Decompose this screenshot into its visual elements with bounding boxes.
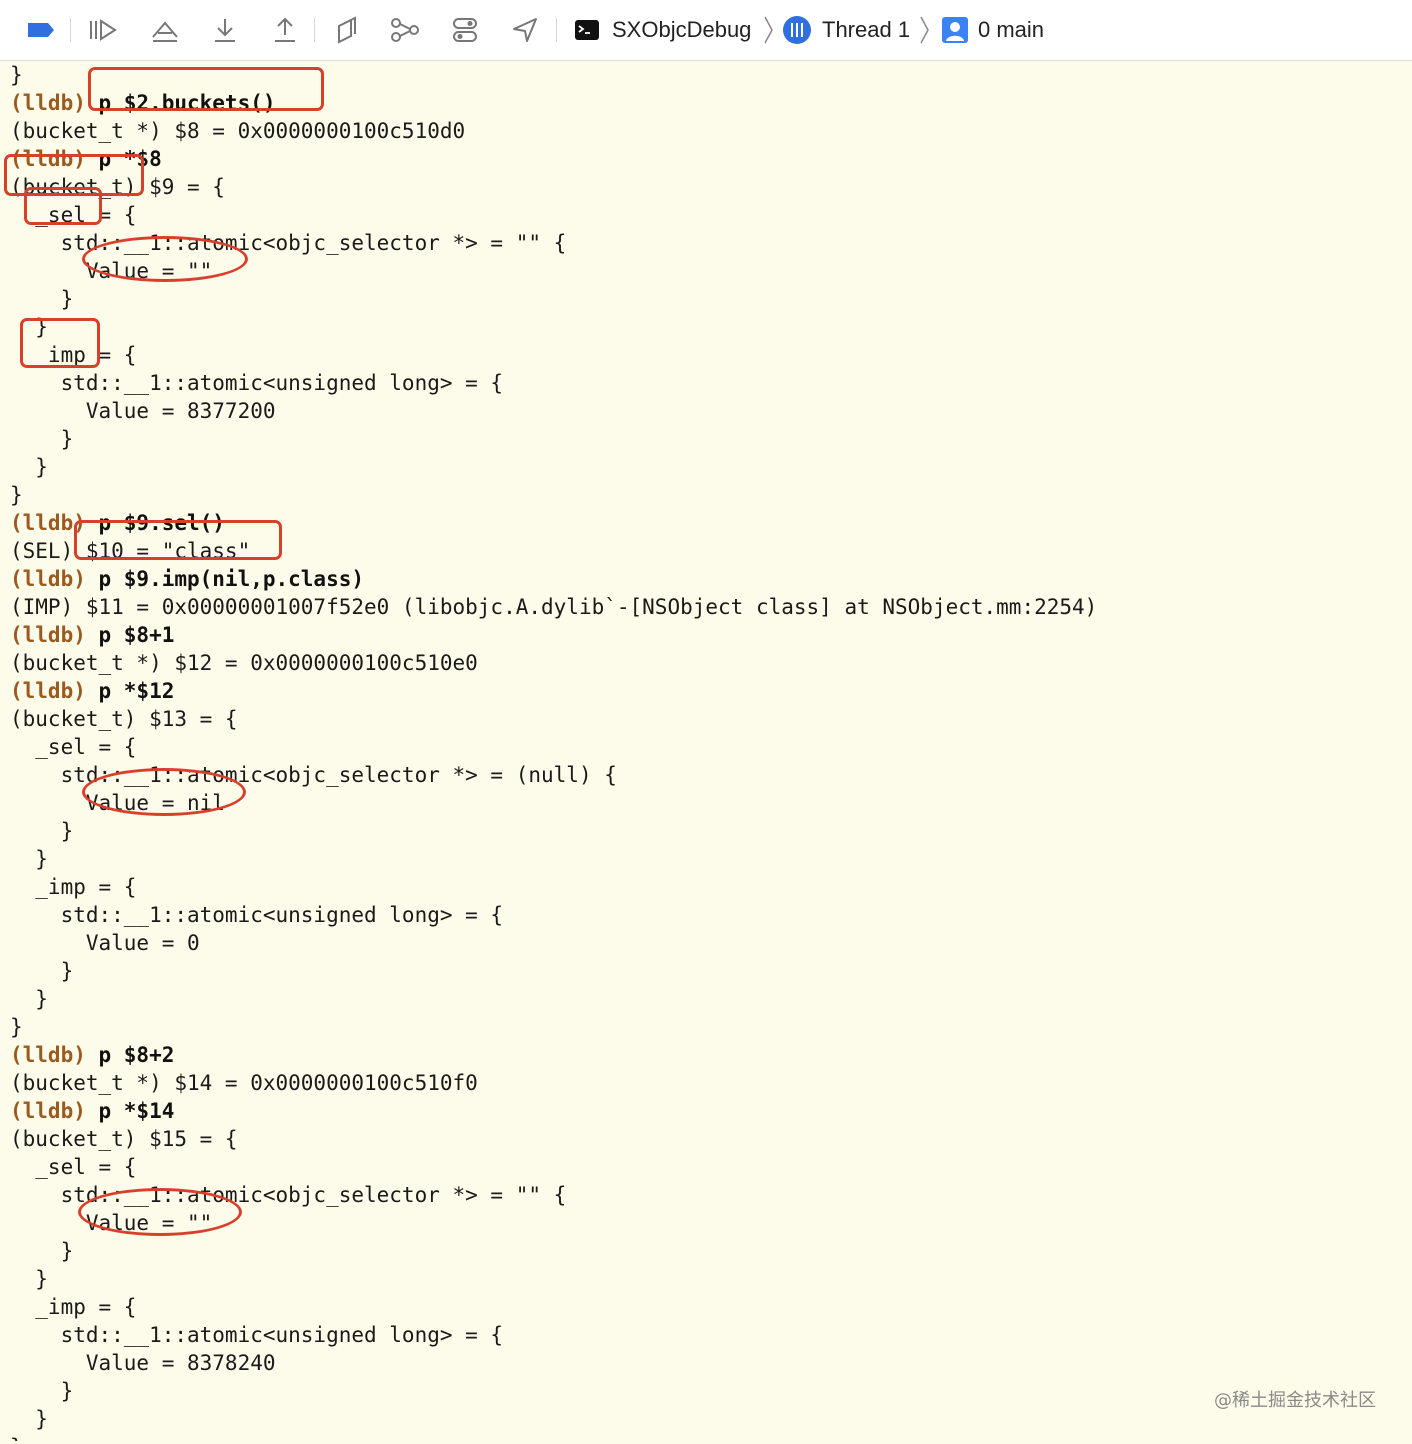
terminal-icon <box>572 15 602 45</box>
lldb-command: p *$14 <box>85 1099 175 1123</box>
console-command-line: (lldb) p *$14 <box>10 1097 1400 1125</box>
watermark: @稀土掘金技术社区 <box>1214 1390 1376 1411</box>
breadcrumb-thread[interactable]: Thread 1 <box>822 17 911 42</box>
lldb-prompt: (lldb) <box>10 679 86 703</box>
lldb-command: p $9.sel() <box>85 511 225 535</box>
memory-graph-icon[interactable] <box>390 15 420 45</box>
console-output-line: _imp = { <box>10 343 137 367</box>
console-command-line: (lldb) p $8+2 <box>10 1041 1400 1069</box>
toolbar-divider <box>556 18 557 42</box>
lldb-console-output[interactable]: }(lldb) p $2.buckets()(bucket_t *) $8 = … <box>10 61 1400 1441</box>
lldb-prompt: (lldb) <box>10 623 86 647</box>
toolbar-divider <box>70 18 71 42</box>
breadcrumb-frame[interactable]: 0 main <box>978 17 1045 42</box>
console-output-line: } <box>10 1267 48 1291</box>
console-output-line: } <box>10 1239 74 1263</box>
console-output-line: } <box>10 287 74 311</box>
thread-icon <box>782 15 812 45</box>
lldb-command: p $8+2 <box>85 1043 175 1067</box>
console-output-line: Value = nil <box>10 791 225 815</box>
console-command-line: (lldb) p $9.sel() <box>10 509 1400 537</box>
console-output-line: } <box>10 483 23 507</box>
console-output-line: std::__1::atomic<objc_selector *> = "" { <box>10 231 567 255</box>
console-output-line: (IMP) $11 = 0x00000001007f52e0 (libobjc.… <box>10 595 1098 619</box>
console-command-line: (lldb) p $8+1 <box>10 621 1400 649</box>
breadcrumb-target[interactable]: SXObjcDebug <box>612 17 752 42</box>
console-output-line: std::__1::atomic<unsigned long> = { <box>10 903 504 927</box>
console-output-line: } <box>10 427 74 451</box>
console-output-line: std::__1::atomic<unsigned long> = { <box>10 371 504 395</box>
console-output-line: } <box>10 1015 23 1039</box>
console-command-line: (lldb) p $2.buckets() <box>10 89 1400 117</box>
chevron-right-icon <box>762 14 774 51</box>
lldb-command: p $9.imp(nil,p.class) <box>85 567 365 591</box>
breakpoint-toggle-icon[interactable] <box>26 15 56 45</box>
console-output-line: std::__1::atomic<objc_selector *> = (nul… <box>10 763 617 787</box>
simulate-location-icon[interactable] <box>510 15 540 45</box>
console-output-line: _sel = { <box>10 203 137 227</box>
lldb-command: p $8+1 <box>85 623 175 647</box>
console-output-line: (bucket_t) $15 = { <box>10 1127 238 1151</box>
console-output-line: } <box>10 959 74 983</box>
step-out-icon[interactable] <box>270 15 300 45</box>
continue-icon[interactable] <box>88 15 118 45</box>
console-output-line: _imp = { <box>10 1295 137 1319</box>
lldb-prompt: (lldb) <box>10 91 86 115</box>
console-output-line: } <box>10 1407 48 1431</box>
console-output-line: Value = 8378240 <box>10 1351 276 1375</box>
lldb-prompt: (lldb) <box>10 147 86 171</box>
view-debugger-icon[interactable] <box>332 15 362 45</box>
lldb-prompt: (lldb) <box>10 1099 86 1123</box>
console-output-line: (bucket_t *) $14 = 0x0000000100c510f0 <box>10 1071 478 1095</box>
console-output-line: } <box>10 847 48 871</box>
console-output-line: (bucket_t) $13 = { <box>10 707 238 731</box>
lldb-command: p *$8 <box>85 147 162 171</box>
lldb-prompt: (lldb) <box>10 1043 86 1067</box>
lldb-prompt: (lldb) <box>10 567 86 591</box>
console-output-line: } <box>10 1379 74 1403</box>
console-output-line: _imp = { <box>10 875 137 899</box>
console-output-line: (bucket_t *) $12 = 0x0000000100c510e0 <box>10 651 478 675</box>
console-output-line: std::__1::atomic<objc_selector *> = "" { <box>10 1183 567 1207</box>
console-command-line: (lldb) p *$8 <box>10 145 1400 173</box>
console-output-line: Value = "" <box>10 1211 213 1235</box>
console-output-line: } <box>10 455 48 479</box>
debug-toolbar: SXObjcDebug Thread 1 0 main <box>0 0 1412 61</box>
console-output-line: } <box>10 819 74 843</box>
console-output-line: (bucket_t) $9 = { <box>10 175 225 199</box>
console-output-line: } <box>10 63 23 87</box>
toolbar-divider <box>314 18 315 42</box>
chevron-right-icon <box>918 14 930 51</box>
console-output-line: } <box>10 987 48 1011</box>
step-over-icon[interactable] <box>150 15 180 45</box>
console-command-line: (lldb) p $9.imp(nil,p.class) <box>10 565 1400 593</box>
step-into-icon[interactable] <box>210 15 240 45</box>
console-output-line: } <box>10 315 48 339</box>
lldb-command: p *$12 <box>85 679 175 703</box>
console-output-line: (SEL) $10 = "class" <box>10 539 251 563</box>
stack-frame-icon <box>940 15 970 45</box>
console-output-line: Value = 8377200 <box>10 399 276 423</box>
console-output-line: Value = "" <box>10 259 213 283</box>
lldb-prompt: (lldb) <box>10 511 86 535</box>
console-output-line: (bucket_t *) $8 = 0x0000000100c510d0 <box>10 119 466 143</box>
console-output-line: Value = 0 <box>10 931 200 955</box>
console-output-line: } <box>10 1433 1400 1441</box>
console-output-line: _sel = { <box>10 735 137 759</box>
console-output-line: _sel = { <box>10 1155 137 1179</box>
console-output-line: std::__1::atomic<unsigned long> = { <box>10 1323 504 1347</box>
environment-overrides-icon[interactable] <box>450 15 480 45</box>
console-command-line: (lldb) p *$12 <box>10 677 1400 705</box>
lldb-command: p $2.buckets() <box>85 91 276 115</box>
